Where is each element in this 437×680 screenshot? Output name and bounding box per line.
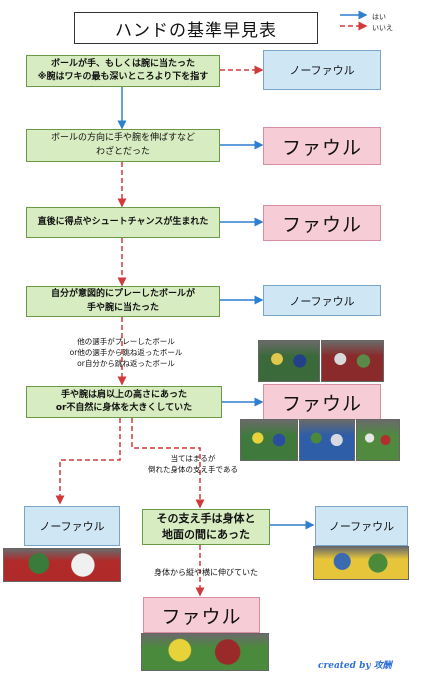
- question-note: ※腕はワキの最も深いところより下を指す: [37, 72, 209, 82]
- photo-match-5: [356, 419, 400, 461]
- question-text: 手や腕は肩以上の高さにあった: [60, 389, 187, 400]
- photo-match-4: [299, 419, 355, 461]
- result-no-foul-1: ノーファウル: [263, 50, 381, 90]
- legend-yes-label: はい: [372, 13, 386, 21]
- question-support-hand: その支え手は身体と 地面の間にあった: [142, 509, 270, 545]
- question-goal-chance: 直後に得点やシュートチャンスが生まれた: [26, 207, 220, 238]
- photo-match-8: [141, 633, 269, 671]
- note-other-ball: 他の選手がプレーしたボール or他の選手から跳ね返ったボール or自分から跳ね返…: [56, 337, 196, 370]
- result-foul-3: ファウル: [263, 384, 381, 420]
- question-text-2: 手や腕に当たった: [86, 302, 159, 313]
- note-line: 倒れた身体の支え手である: [148, 464, 238, 474]
- page-title: ハンドの基準早見表: [74, 12, 318, 44]
- legend-no-label: いいえ: [372, 24, 393, 32]
- question-text-2: わざとだった: [95, 146, 150, 157]
- photo-match-3: [240, 419, 298, 461]
- question-ball-hit-hand: ボールが手、もしくは腕に当たった ※腕はワキの最も深いところより下を指す: [26, 55, 220, 87]
- result-foul-1: ファウル: [263, 127, 381, 165]
- question-own-play-ball: 自分が意図的にプレーしたボールが 手や腕に当たった: [26, 286, 220, 317]
- legend: はい いいえ: [340, 10, 430, 34]
- note-line: or他の選手から跳ね返ったボール: [69, 347, 183, 357]
- note-line: 他の選手がプレーしたボール: [77, 337, 175, 346]
- result-no-foul-4: ノーファウル: [315, 506, 408, 546]
- question-shoulder-height: 手や腕は肩以上の高さにあった or不自然に身体を大きくしていた: [26, 386, 222, 418]
- result-foul-4: ファウル: [143, 597, 260, 633]
- photo-match-7: [313, 546, 409, 580]
- note-line: 身体から縦や横に伸びていた: [154, 568, 258, 577]
- question-text: その支え手は身体と: [156, 512, 256, 526]
- photo-match-1: [258, 340, 320, 382]
- question-text-2: 地面の間にあった: [162, 528, 250, 541]
- question-text: ボールが手、もしくは腕に当たった: [50, 58, 195, 69]
- question-intentional: ボールの方向に手や腕を伸ばすなど わざとだった: [26, 129, 220, 162]
- question-text-2: or不自然に身体を大きくしていた: [55, 403, 193, 413]
- result-foul-2: ファウル: [263, 205, 381, 241]
- question-text: 直後に得点やシュートチャンスが生まれた: [37, 216, 209, 227]
- question-text: 自分が意図的にプレーしたボールが: [50, 289, 195, 300]
- note-line: or自分から跳ね返ったボール: [77, 358, 175, 368]
- result-no-foul-3: ノーファウル: [24, 506, 120, 546]
- note-support-hand: 当てはまるが 倒れた身体の支え手である: [128, 454, 258, 476]
- credit-text: created by 攻酬: [318, 661, 392, 671]
- photo-match-2: [321, 340, 384, 382]
- result-no-foul-2: ノーファウル: [263, 285, 381, 316]
- photo-match-6: [3, 548, 121, 582]
- note-line: 当てはまるが: [170, 454, 216, 463]
- question-text: ボールの方向に手や腕を伸ばすなど: [50, 133, 195, 144]
- note-extended: 身体から縦や横に伸びていた: [136, 567, 276, 579]
